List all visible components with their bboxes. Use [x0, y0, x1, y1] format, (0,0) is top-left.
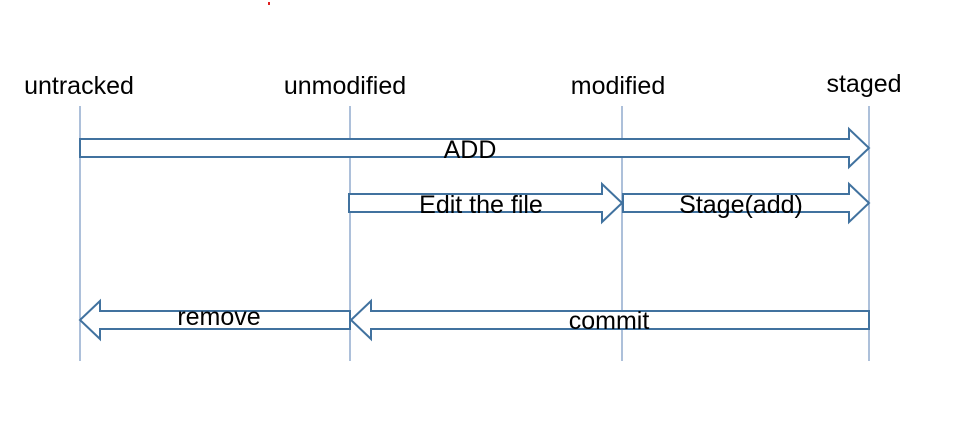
state-label-modified: modified — [571, 72, 666, 100]
stray-mark — [268, 2, 270, 5]
edit-file-arrow-label: Edit the file — [419, 191, 543, 219]
state-label-unmodified: unmodified — [284, 72, 406, 100]
add-arrow — [79, 126, 871, 170]
stage-add-arrow — [622, 181, 871, 225]
add-arrow-label: ADD — [444, 136, 497, 164]
state-label-staged: staged — [826, 70, 901, 98]
commit-arrow-label: commit — [569, 307, 650, 335]
state-label-untracked: untracked — [24, 72, 134, 100]
stage-add-arrow-label: Stage(add) — [679, 191, 803, 219]
commit-arrow — [349, 298, 870, 342]
remove-arrow — [78, 298, 351, 342]
remove-arrow-label: remove — [177, 303, 260, 331]
edit-file-arrow — [348, 181, 624, 225]
